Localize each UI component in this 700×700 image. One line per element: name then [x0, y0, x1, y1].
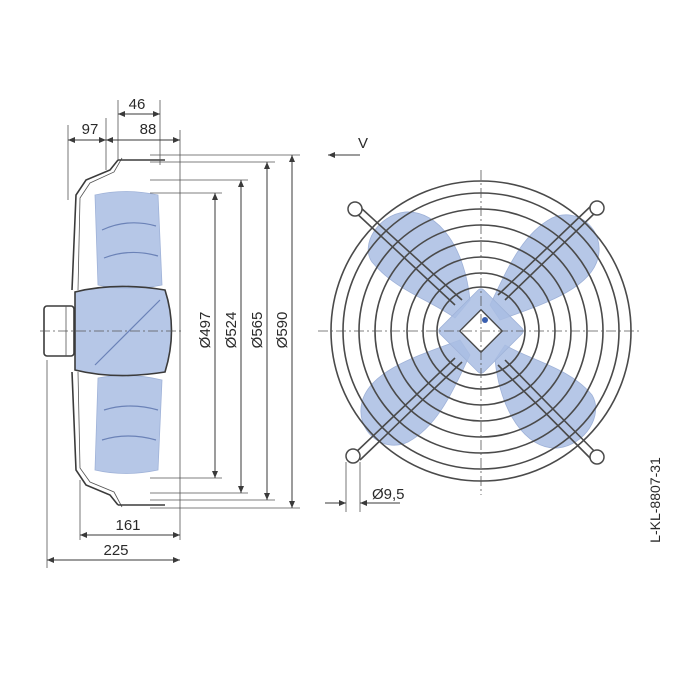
motor-hub-outline: [74, 285, 173, 377]
blade-bottom-right: [494, 344, 597, 449]
hub-center-mark: [482, 317, 488, 323]
dim-dia-524-label: Ø524: [223, 312, 240, 349]
drawing-code: L-KL-8807-31: [647, 457, 663, 543]
dim-hole-label: Ø9,5: [372, 486, 405, 503]
strut-top-right-b: [497, 204, 593, 296]
strut-bottom-left-b: [359, 361, 463, 461]
mounting-ring-inner: [77, 157, 123, 508]
dim-97-label: 97: [82, 121, 99, 138]
mount-hole-bottom-left: [345, 448, 361, 464]
guard-side-outline: [118, 159, 165, 506]
strut-bottom-right: [504, 359, 599, 456]
mount-hole-top-right: [589, 200, 605, 216]
dim-dia-565-label: Ø565: [249, 312, 266, 349]
view-arrow-label: V: [358, 135, 368, 152]
strut-top-left-b: [359, 206, 463, 301]
upper-blade-edge: [101, 222, 159, 259]
strut-top-right: [504, 209, 599, 301]
lower-blade-side: [94, 375, 163, 474]
front-view: V Ø9,5: [318, 135, 640, 512]
lower-blade-edge: [101, 405, 159, 441]
mount-hole-bottom-right: [589, 449, 605, 465]
mounting-ring-outline: [71, 159, 119, 506]
strut-bottom-right-b: [497, 364, 593, 461]
side-view: 46 97 88 161 225 Ø497 Ø524 Ø565 Ø590: [40, 96, 300, 568]
dim-225-label: 225: [103, 542, 128, 559]
dim-dia-590-label: Ø590: [274, 312, 291, 349]
dim-161-label: 161: [115, 517, 140, 534]
dim-dia-497-label: Ø497: [197, 312, 214, 349]
strut-top-left: [352, 209, 456, 306]
upper-blade-side: [94, 191, 163, 289]
mount-hole-top-left: [347, 201, 363, 217]
hub-diagonal: [94, 299, 161, 366]
dim-46-label: 46: [129, 96, 146, 113]
dim-88-label: 88: [140, 121, 157, 138]
strut-bottom-left: [352, 357, 456, 456]
